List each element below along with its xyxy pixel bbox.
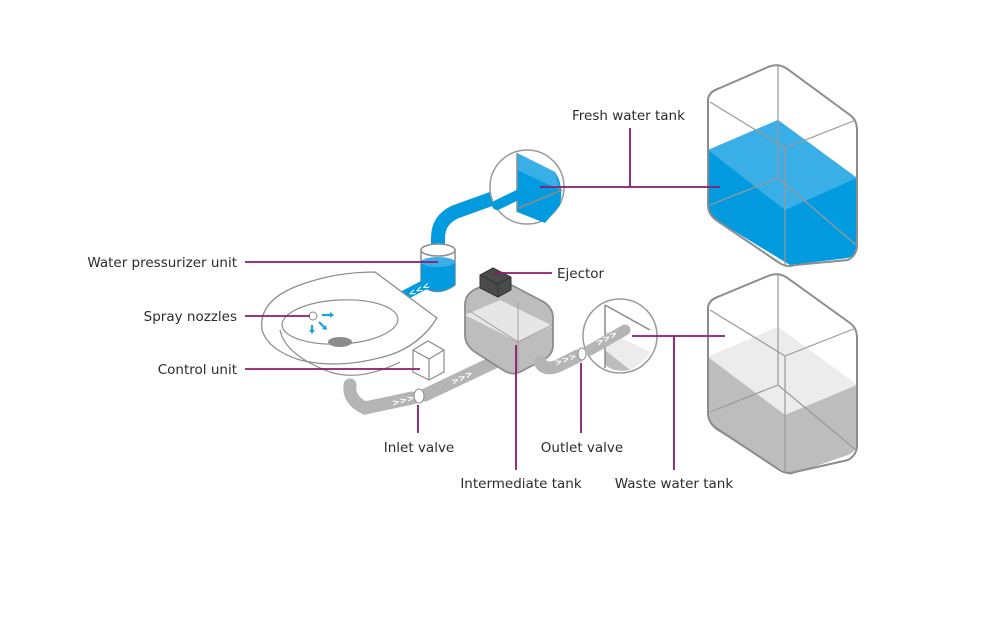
label-fresh-water-tank: Fresh water tank [572,108,685,124]
water-pressurizer-unit: <<< [398,243,456,301]
waste-water-tank [707,273,858,475]
spray-arrow-diag [318,321,325,328]
label-inlet-valve: Inlet valve [384,440,455,456]
label-ejector: Ejector [557,266,605,282]
flow-arrows-pressurizer: <<< [407,281,432,300]
control-unit [412,340,445,381]
toilet-bowl [261,271,438,376]
ejector [479,267,512,298]
waste-tank-outline [707,273,858,474]
label-spray-nozzles: Spray nozzles [144,309,237,325]
leader-fresh-water-tank [540,128,720,188]
waste-water-magnifier: >>> [582,298,658,374]
fresh-water-surface [708,120,857,210]
fresh-tank-outline [707,64,858,267]
fresh-water-tank [707,64,858,267]
waste-pipe-inlet: >>> [343,378,419,415]
leader-waste-water-tank [632,335,725,470]
label-control-unit: Control unit [158,362,237,378]
label-water-pressurizer-unit: Water pressurizer unit [87,255,237,271]
label-intermediate-tank: Intermediate tank [460,476,582,492]
fresh-water-magnifier [489,149,565,225]
label-waste-water-tank: Waste water tank [615,476,734,492]
intermediate-tank [464,279,554,375]
waste-water-surface [708,327,857,415]
inlet-valve-graphic [413,388,425,404]
svg-text:>>>: >>> [450,369,475,388]
label-outlet-valve: Outlet valve [541,440,623,456]
